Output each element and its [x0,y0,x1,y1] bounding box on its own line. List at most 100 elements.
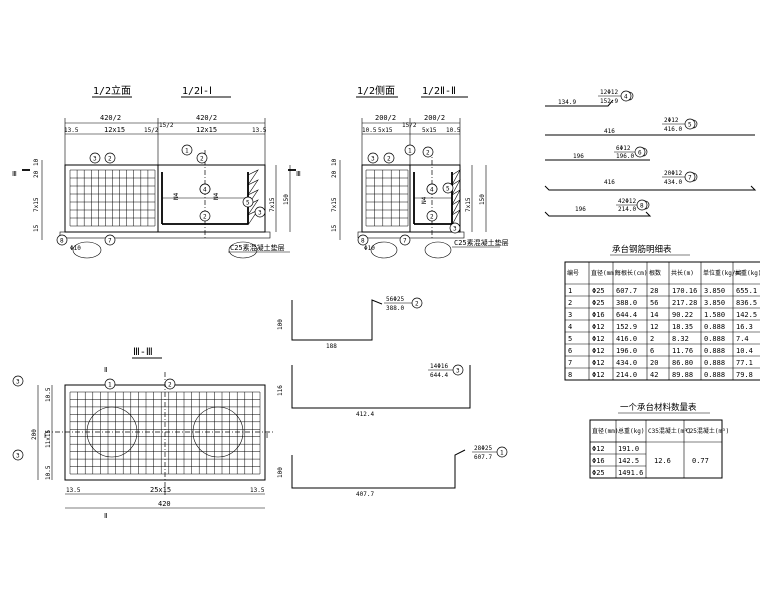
callout-number: 2 [430,214,434,221]
callout-number: 6 [638,150,642,157]
rebar-table-cell: Φ12 [592,335,605,343]
side-view: 200/2 200/2 10.5 5x15 15/2 5x15 10.5 N4 … [331,114,509,259]
material-table-cell: 142.5 [618,457,639,465]
side-dim-seg1: 10.5 [362,127,377,134]
callout-number: 1 [108,382,112,389]
callout-number: 8 [60,238,64,245]
rebar-table-cell: Φ25 [592,299,605,307]
material-table-header: 直径(mm) [592,427,618,435]
elev-mark-iii-right: Ⅲ [296,170,301,178]
side-dim-seg3: 15/2 [402,122,417,129]
bar6-qty: 6Φ12 [616,145,631,152]
rebar-table-cell: 2 [650,335,654,343]
side-dim-top-left: 200/2 [375,114,396,122]
elev-dim-left2: 10 [33,158,40,166]
bar5-seg: 416 [604,128,615,135]
rebar-table-cell: 1 [568,287,572,295]
callout-number: 5 [688,122,692,129]
bar8-qty: 42Φ12 [618,198,636,205]
elev-dim-seg1: 13.5 [64,127,79,134]
callout-circle [104,378,116,390]
title-plan-section-3: Ⅲ-Ⅲ [133,347,153,358]
title-half-section-1: 1/2Ⅰ-Ⅰ [182,86,212,97]
rebar-table-cell: 3.850 [704,299,725,307]
callout-circle [254,206,266,218]
callout-number: 1 [500,450,504,457]
plan-dim-b1: 13.5 [66,487,81,494]
elev-dim-left4: 15 [33,224,40,232]
callout-number: 7 [688,175,692,182]
callout-number: 2 [168,382,172,389]
elev-dim-top-right: 420/2 [196,114,217,122]
material-table: 一个承台材料数量表 直径(mm)总重(kg)C35混凝土(m³)C25混凝土(m… [589,402,729,479]
callout-circle [181,144,193,156]
rebar-table-cell: Φ12 [592,347,605,355]
bar4-seg: 134.9 [558,99,576,106]
callout-circle [442,182,454,194]
bar3-qty: 14Φ16 [430,363,448,370]
callout-circle [634,146,646,158]
rebar-table-cell: 607.7 [616,287,637,295]
bar1-len: 607.7 [474,454,492,461]
rebar-table-cell: 10.4 [736,347,753,355]
elevation-view: 420/2 420/2 13.5 12x15 15/2 15/2 12x15 1… [12,114,301,259]
rebar-table-cell: 416.0 [616,335,637,343]
plan-mark-ii-top: Ⅱ [104,366,107,374]
plan-view: Ⅱ Ⅱ Ⅰ Ⅰ 10.5 11x15 10.5 200 13.5 25x15 1… [31,366,275,520]
elev-n4-label-2: N4 [213,192,220,200]
rebar-table-cell: 434.0 [616,359,637,367]
callout-number: 4 [430,187,434,194]
callout-circle [367,152,379,164]
callout-circle [12,449,24,461]
bar3-leg: 116 [277,385,284,396]
material-table-header: C35混凝土(m³) [648,427,691,435]
elev-dim-right1: 7x15 [269,197,276,212]
callout-number: 3 [16,453,20,460]
rebar-table-cell: 152.9 [616,323,637,331]
bar2-len: 388.0 [386,305,404,312]
rebar-table-cell: Φ12 [592,371,605,379]
bar2-qty: 56Φ25 [386,296,404,303]
callout-circle [636,199,648,211]
rebar-table-cell: 655.1 [736,287,757,295]
elev-dim-left1: 20 [33,170,40,178]
rebar-schedule: 承台钢筋明细表 编号直径(mm)每根长(cm)根数共长(m)单位重(kg/m)共… [564,244,760,381]
side-dim-left2: 10 [331,158,338,166]
bar8-len: 214.0 [618,206,636,213]
rebar-table-cell: 8 [568,371,572,379]
elev-mark-iii-left: Ⅲ [12,170,17,178]
material-c25-value: 0.77 [692,457,709,465]
side-dim-seg4: 5x15 [422,127,437,134]
rebar-table-cell: 5 [568,335,572,343]
material-table-cell: Φ16 [592,457,605,465]
callout-circle [56,234,68,246]
callout-circle [426,183,438,195]
rebar-table-cell: 86.80 [672,359,693,367]
material-table-title: 一个承台材料数量表 [620,402,697,413]
callout-number: 2 [108,156,112,163]
callout-circle [89,152,101,164]
bar8-seg: 196 [575,206,586,213]
rebar-table-cell: Φ12 [592,323,605,331]
bar2-base: 188 [326,343,337,350]
rebar-table-header: 直径(mm) [591,269,617,277]
bar-shapes-bent: 100 188 56Φ25 388.0 116 412.4 14Φ16 644.… [277,296,498,498]
bar3-base: 412.4 [356,411,374,418]
bar7-len: 434.0 [664,179,682,186]
callout-circle [12,375,24,387]
rebar-table-cell: 2 [568,299,572,307]
rebar-table-cell: 79.8 [736,371,753,379]
callout-circle [496,446,508,458]
bar5-len: 416.0 [664,126,682,133]
rebar-table-cell: 12 [650,323,658,331]
plan-dim-total: 420 [158,500,171,508]
plan-dim-left2: 11x15 [45,430,52,448]
rebar-table-cell: 28 [650,287,658,295]
rebar-table-cell: 0.888 [704,371,725,379]
rebar-table-cell: 0.888 [704,323,725,331]
rebar-table-cell: 90.22 [672,311,693,319]
callout-number: 8 [361,238,365,245]
rebar-table-cell: 16.3 [736,323,753,331]
callout-number: 1 [408,148,412,155]
callout-number: 4 [624,94,628,101]
